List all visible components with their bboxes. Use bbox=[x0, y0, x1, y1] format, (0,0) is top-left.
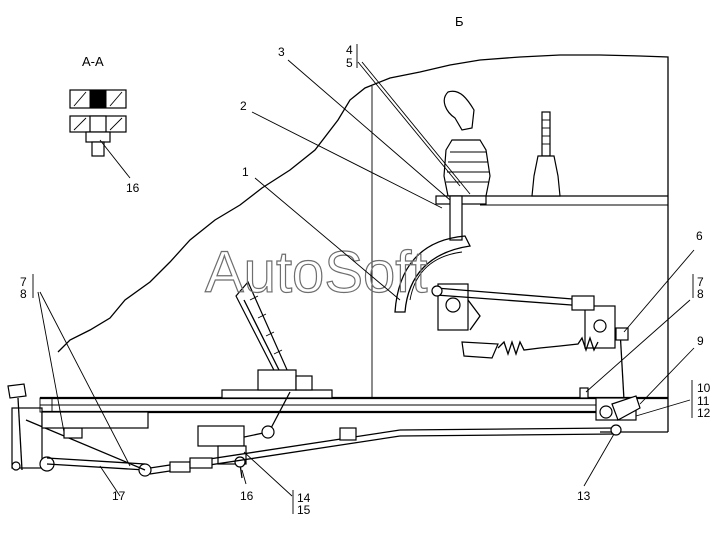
left-lever bbox=[7, 383, 27, 399]
return-spring bbox=[497, 335, 599, 357]
section-hatch bbox=[109, 117, 123, 131]
tie-rod-clamp-2 bbox=[169, 461, 191, 473]
section-bolt-head bbox=[89, 89, 107, 109]
left-side-plate bbox=[39, 397, 53, 413]
callout-2: 2 bbox=[240, 99, 247, 113]
tie-rod-clamp bbox=[339, 427, 357, 441]
section-nut bbox=[85, 131, 111, 143]
section-hatch bbox=[73, 117, 87, 131]
leader-7-8-right bbox=[585, 299, 691, 393]
left-link-17 bbox=[46, 463, 146, 471]
leader-2 bbox=[251, 111, 443, 209]
vertical-rod bbox=[619, 329, 625, 401]
tie-rod-right-2 bbox=[399, 433, 616, 437]
leader-13 bbox=[583, 433, 615, 487]
leader-4-5-b bbox=[361, 61, 471, 195]
leader-3 bbox=[287, 59, 451, 201]
callout-1: 1 bbox=[242, 165, 249, 179]
left-lever-arm bbox=[17, 397, 23, 471]
lever-13-joint bbox=[610, 424, 622, 436]
leader-17 bbox=[99, 465, 121, 497]
callout-16-section: 16 bbox=[126, 181, 140, 195]
sector-arc bbox=[409, 251, 463, 301]
link-joint bbox=[261, 425, 275, 439]
left-pivot-2 bbox=[11, 461, 21, 471]
callout-8-left: 8 bbox=[20, 287, 27, 301]
leader-16-bottom bbox=[241, 469, 247, 485]
bolt-7-8 bbox=[579, 387, 589, 399]
bolt-7-8-left bbox=[63, 427, 83, 439]
lever-sector bbox=[394, 235, 471, 313]
pedal-hinge-2 bbox=[295, 375, 313, 391]
leader-10-12 bbox=[635, 399, 691, 417]
leader-1 bbox=[254, 177, 401, 301]
leader-9 bbox=[639, 347, 695, 405]
tie-rod-right bbox=[399, 427, 616, 431]
lower-bracket bbox=[197, 425, 245, 447]
right-lever bbox=[611, 395, 641, 421]
left-bracket bbox=[11, 407, 43, 469]
callout-7-left: 7 bbox=[20, 275, 27, 289]
callout-11: 11 bbox=[697, 394, 710, 408]
view-label-b: Б bbox=[455, 14, 464, 29]
cab-outline bbox=[57, 54, 669, 432]
leader-14-15 bbox=[243, 451, 293, 497]
pedal-base bbox=[221, 389, 333, 399]
bracket-flange bbox=[467, 299, 481, 331]
leader-7-8-left-b bbox=[39, 291, 131, 467]
rod-end bbox=[431, 285, 443, 297]
callout-4: 4 bbox=[346, 43, 353, 57]
section-hatch bbox=[109, 91, 123, 107]
callout-17: 17 bbox=[112, 489, 126, 503]
pedal-rib bbox=[249, 295, 259, 301]
lever-rod bbox=[541, 111, 551, 157]
pedal-rib bbox=[257, 313, 267, 319]
leader-6 bbox=[623, 249, 695, 333]
callout-7-right: 7 bbox=[697, 275, 704, 289]
section-bolt-tip bbox=[91, 141, 105, 157]
pivot-bolt bbox=[445, 297, 461, 313]
link-rod-2 bbox=[435, 294, 586, 307]
pedal-rib bbox=[273, 349, 283, 355]
pedal-link bbox=[269, 391, 291, 431]
quadrant-slot bbox=[449, 195, 463, 241]
gear-boot bbox=[443, 139, 491, 197]
callout-15: 15 bbox=[297, 503, 311, 517]
callout-9: 9 bbox=[697, 334, 704, 348]
callout-6: 6 bbox=[696, 229, 703, 243]
leader-4-5 bbox=[357, 61, 461, 187]
section-bolt-body bbox=[89, 115, 107, 133]
section-hatch bbox=[73, 91, 87, 107]
leader-7-8-left-a bbox=[37, 291, 65, 433]
callout-12: 12 bbox=[697, 406, 711, 420]
gear-knob bbox=[443, 90, 475, 131]
bolt-16-head bbox=[234, 456, 246, 468]
right-lever-pivot bbox=[599, 405, 613, 419]
leader-16-section bbox=[99, 139, 131, 179]
left-frame-block bbox=[41, 411, 149, 429]
section-label-aa: А-А bbox=[82, 54, 104, 69]
right-bracket-top bbox=[571, 295, 595, 311]
callout-14: 14 bbox=[297, 491, 311, 505]
right-bracket-bolt bbox=[593, 319, 607, 333]
callout-8-right: 8 bbox=[697, 287, 704, 301]
callout-3: 3 bbox=[278, 45, 285, 59]
link-rod bbox=[435, 287, 586, 301]
callout-5: 5 bbox=[346, 56, 353, 70]
watermark: AutoSoft bbox=[205, 240, 427, 305]
callout-13: 13 bbox=[577, 489, 591, 503]
lever-boot-2 bbox=[531, 155, 561, 197]
left-link-17-b bbox=[46, 457, 146, 465]
spring-anchor bbox=[461, 341, 499, 359]
pedal-arm bbox=[243, 299, 283, 377]
callout-10: 10 bbox=[697, 381, 711, 395]
pedal-hinge bbox=[257, 369, 297, 391]
pedal-rib bbox=[265, 331, 275, 337]
tie-rod-clamp-3 bbox=[189, 457, 213, 469]
leader-lines bbox=[37, 59, 695, 497]
callout-16-bottom: 16 bbox=[240, 489, 254, 503]
